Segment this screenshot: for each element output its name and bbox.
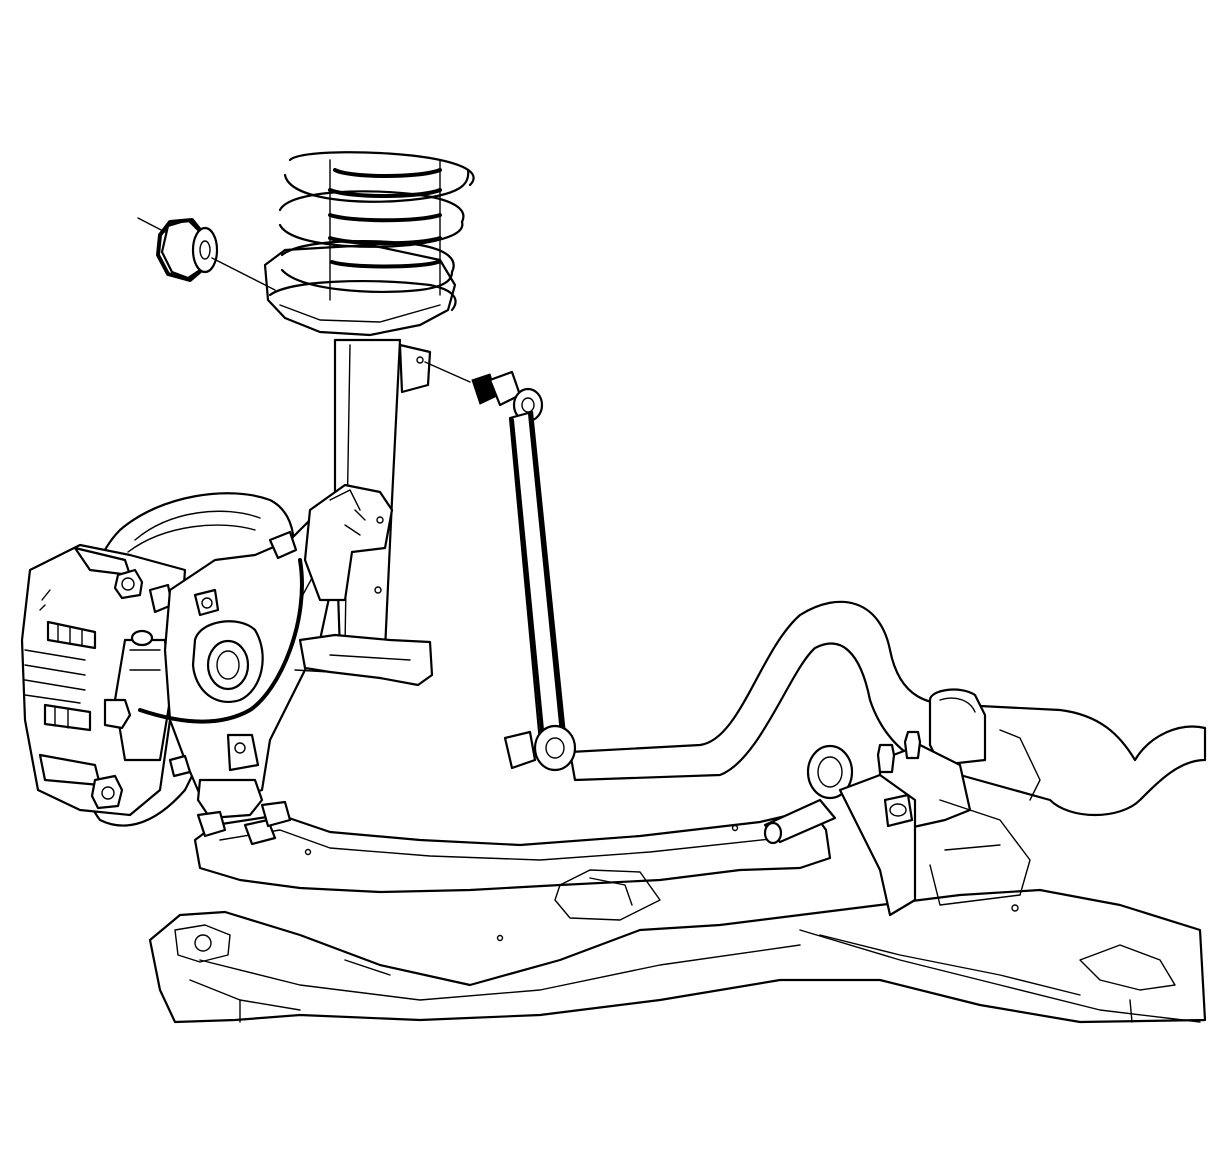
assembly-leader-lines [137, 217, 471, 383]
coil-spring [268, 151, 475, 312]
steering-knuckle [138, 518, 337, 846]
stabilizer-bar-bushing [838, 688, 1041, 917]
brake-caliper [20, 543, 187, 817]
lower-control-arm [193, 744, 854, 921]
stabilizer-bar [568, 600, 1207, 816]
stabilizer-link-nut [156, 218, 219, 282]
stabilizer-link [471, 370, 577, 772]
front-subframe [148, 888, 1207, 1024]
